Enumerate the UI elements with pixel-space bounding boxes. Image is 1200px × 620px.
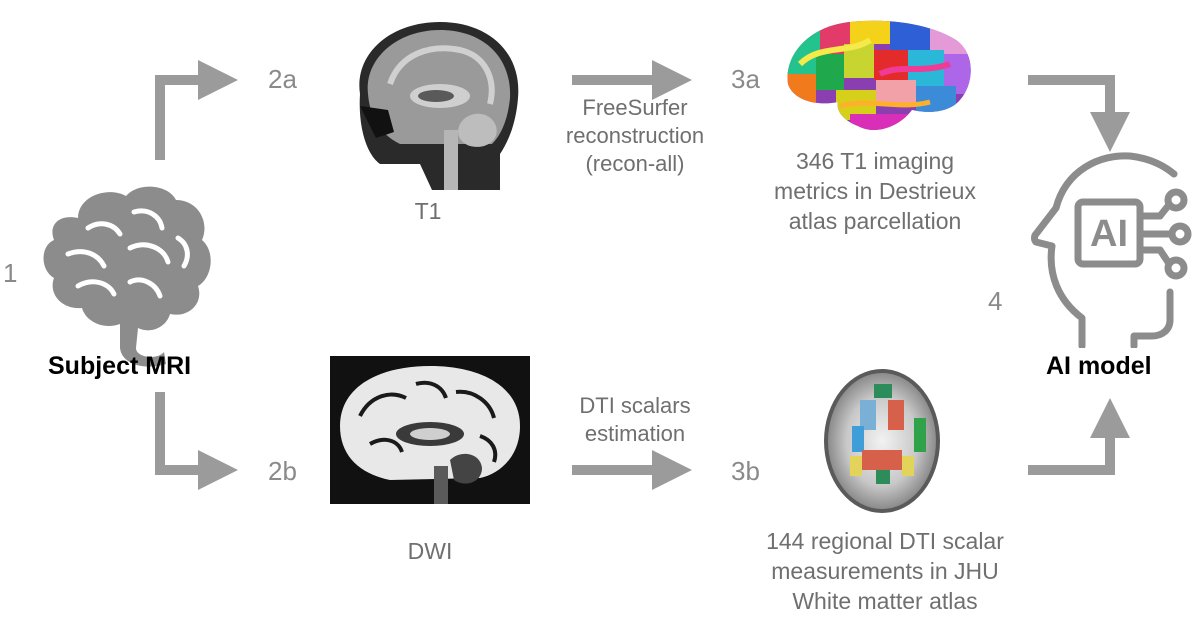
step-2a-number: 2a	[268, 64, 297, 94]
metrics-3a-caption: 346 T1 imaging metrics in Destrieux atla…	[740, 146, 1010, 236]
arrow-subject-to-dwi	[155, 392, 238, 490]
dti-estimation-caption: DTI scalars estimation	[540, 392, 730, 448]
step-3b-number: 3b	[731, 456, 760, 486]
ai-head-icon: AI	[1031, 152, 1192, 348]
subject-mri-label: Subject MRI	[48, 352, 192, 380]
t1-mri-image	[340, 14, 530, 190]
freesurfer-caption: FreeSurfer reconstruction (recon-all)	[540, 94, 730, 178]
arrow-subject-to-t1	[155, 60, 238, 160]
t1-label: T1	[414, 198, 442, 224]
freesurfer-line-2: reconstruction	[565, 123, 705, 148]
freesurfer-line-3: (recon-all)	[585, 151, 685, 176]
dwi-image	[330, 356, 530, 504]
metrics-3a-line-2: metrics in Destrieux	[774, 178, 976, 204]
metrics-3b-caption: 144 regional DTI scalar measurements in …	[735, 526, 1035, 616]
dti-estimation-line-2: estimation	[584, 421, 686, 446]
metrics-3b-line-1: 144 regional DTI scalar	[766, 528, 1004, 554]
ai-icon-text: AI	[1090, 213, 1128, 255]
metrics-3a-line-3: atlas parcellation	[788, 208, 962, 234]
metrics-3b-line-3: White matter atlas	[792, 588, 978, 614]
freesurfer-line-1: FreeSurfer	[582, 95, 688, 120]
metrics-3a-line-1: 346 T1 imaging	[795, 148, 955, 174]
step-4-number: 4	[988, 286, 1003, 316]
metrics-3b-line-2: measurements in JHU	[771, 558, 999, 584]
jhu-atlas-image	[824, 369, 940, 513]
dti-estimation-line-1: DTI scalars	[579, 393, 691, 418]
dwi-label: DWI	[407, 538, 453, 564]
step-3a-number: 3a	[731, 64, 760, 94]
arrow-3a-to-ai	[1028, 75, 1130, 152]
ai-model-label: AI model	[1046, 352, 1152, 380]
step-1-number: 1	[3, 258, 18, 288]
brain-icon	[43, 186, 211, 367]
arrow-3b-to-ai	[1028, 398, 1130, 475]
step-2b-number: 2b	[268, 456, 297, 486]
destrieux-atlas-image	[787, 20, 971, 131]
